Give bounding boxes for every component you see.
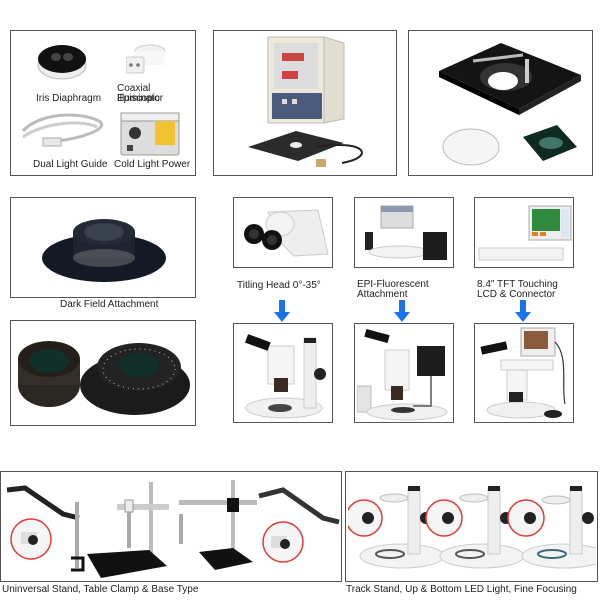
universal-stands-icon xyxy=(6,480,340,578)
tilting-head-panel xyxy=(233,197,333,268)
caption-coaxial-line1: Coaxial Episcopic xyxy=(117,83,160,104)
epi-fluorescent-panel xyxy=(354,197,454,268)
tilting-head-icon xyxy=(244,209,329,257)
caption-dark-field-attachment: Dark Field Attachment xyxy=(60,299,159,310)
caption-epi-fluorescent-line2: Attachment xyxy=(357,289,408,300)
caption-coaxial-line2: Illuminator xyxy=(117,93,164,104)
caption-cold-light-power: Cold Light Power xyxy=(114,159,191,170)
arrow-down-icon xyxy=(394,300,410,322)
epi-fluorescent-icon xyxy=(365,205,447,260)
dark-field-rings-panel xyxy=(10,320,196,426)
coaxial-illuminator-icon xyxy=(126,44,166,74)
arrow-down-icon xyxy=(274,300,290,322)
universal-stand-panel xyxy=(0,471,342,582)
caption-epi-fluorescent-line1: EPI-Fluorescent xyxy=(357,279,429,290)
temperature-controller-icon xyxy=(248,36,363,167)
caption-iris-diaphragm: Iris Diaphragm xyxy=(36,93,102,104)
dark-field-attachment-panel xyxy=(10,197,196,298)
lcd-connector-icon xyxy=(478,205,572,261)
dark-field-rings-icon xyxy=(18,341,190,415)
cold-light-power-icon xyxy=(120,112,180,156)
caption-lcd-line2: LCD & Connector xyxy=(477,289,556,300)
temperature-controller-panel xyxy=(213,30,397,176)
caption-lcd-line1: 8.4" TFT Touching xyxy=(477,279,558,290)
caption-track-stand: Track Stand, Up & Bottom LED Light, Fine… xyxy=(346,584,577,595)
arrow-down-icon xyxy=(515,300,531,322)
stage-plate-icon xyxy=(439,43,581,166)
microscope-lcd-panel xyxy=(474,323,574,423)
stage-plate-panel xyxy=(408,30,593,176)
microscope-epi-fluorescent-panel xyxy=(354,323,454,423)
accessories-panel: Iris Diaphragm Coaxial Episcopic Illumin… xyxy=(10,30,196,176)
caption-dual-light-guide: Dual Light Guide xyxy=(33,159,108,170)
lcd-microscope-icon xyxy=(480,327,566,419)
track-stand-panel xyxy=(345,471,598,582)
caption-universal-stand: Uninversal Stand, Table Clamp & Base Typ… xyxy=(2,584,199,595)
stereo-microscope-icon xyxy=(245,334,326,419)
iris-diaphragm-icon xyxy=(37,45,87,80)
dark-field-attachment-icon xyxy=(42,219,166,282)
track-stands-icon xyxy=(348,486,596,569)
light-guide-icon xyxy=(21,113,103,147)
microscope-tilting-head-panel xyxy=(233,323,333,423)
caption-tilting-head: Titling Head 0°-35° xyxy=(237,280,321,291)
fluorescent-microscope-icon xyxy=(357,329,448,421)
lcd-connector-panel xyxy=(474,197,574,268)
